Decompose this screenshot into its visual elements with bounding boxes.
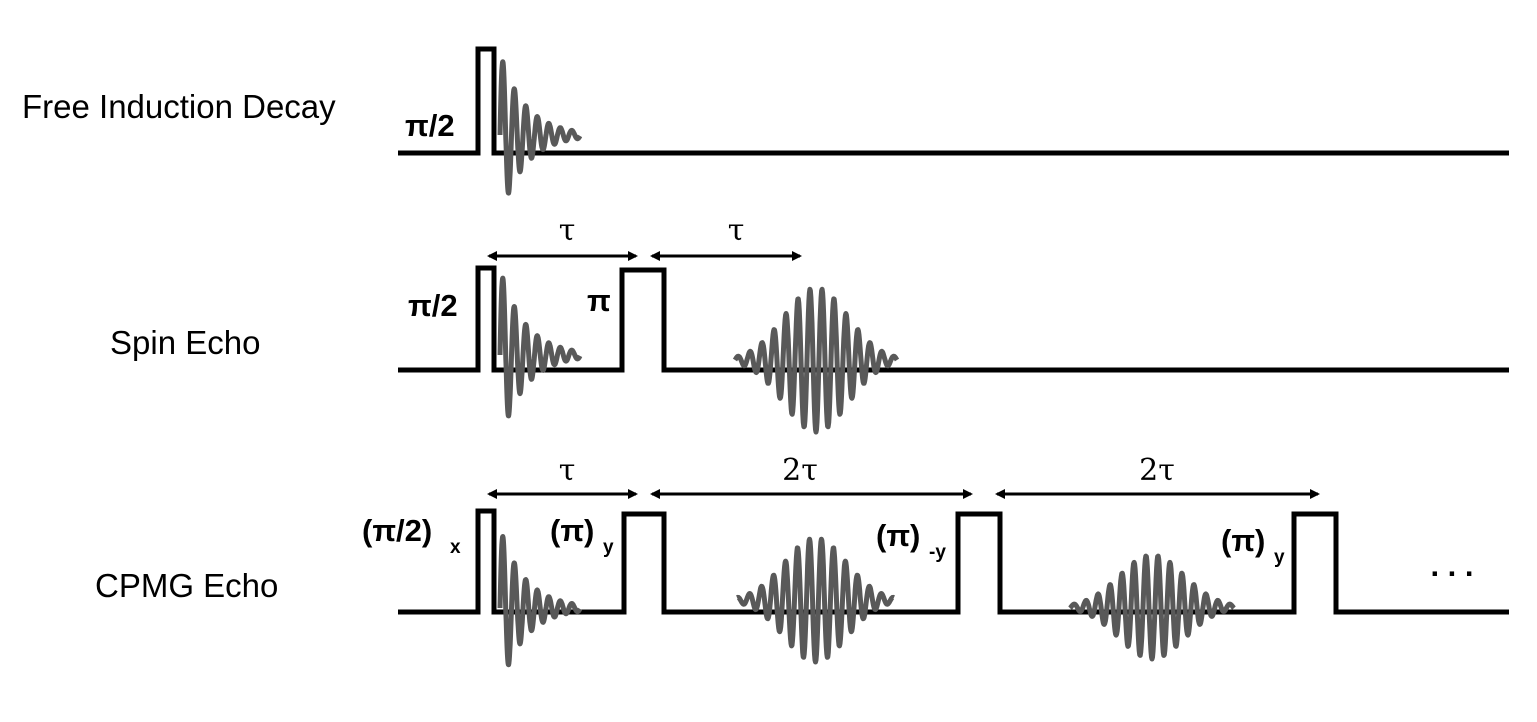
se-tau-label-1: τ: [559, 213, 576, 248]
se-baseline: [398, 265, 1509, 373]
cpmg-tau-label-1: τ: [559, 453, 576, 488]
fid-decay-signal: [497, 59, 583, 196]
cpmg-echo-1-signal: [735, 536, 896, 665]
cpmg-pulse-180-1-label: (π): [550, 513, 594, 548]
cpmg-row-label: CPMG Echo: [95, 567, 278, 604]
se-row-label: Spin Echo: [110, 324, 260, 361]
cpmg-fid-signal: [497, 534, 583, 668]
se-echo-signal: [732, 286, 900, 435]
fid-row-label: Free Induction Decay: [22, 88, 336, 125]
cpmg-echo-2-signal: [1068, 553, 1236, 662]
fid-baseline: [398, 46, 1509, 156]
cpmg-pulse-180-2-phase: -y: [929, 542, 946, 563]
cpmg-pulse-180-3-phase: y: [1274, 547, 1285, 568]
cpmg-pulse-90-label: (π/2): [362, 513, 432, 548]
cpmg-continuation-ellipsis: . . .: [1430, 548, 1473, 583]
se-fid-signal: [497, 275, 583, 419]
cpmg-pulse-180-3-label: (π): [1221, 523, 1265, 558]
se-tau-label-2: τ: [728, 213, 745, 248]
cpmg-pulse-180-1-phase: y: [603, 537, 614, 558]
se-pulse-180-label: π: [587, 283, 611, 318]
fid-pulse-90-label: π/2: [405, 108, 455, 143]
cpmg-pulse-180-2-label: (π): [876, 518, 920, 553]
se-pulse-90-label: π/2: [408, 288, 458, 323]
cpmg-2tau-label-1: 2τ: [782, 453, 818, 488]
cpmg-pulse-90-phase: x: [450, 537, 461, 558]
cpmg-2tau-label-2: 2τ: [1139, 453, 1175, 488]
